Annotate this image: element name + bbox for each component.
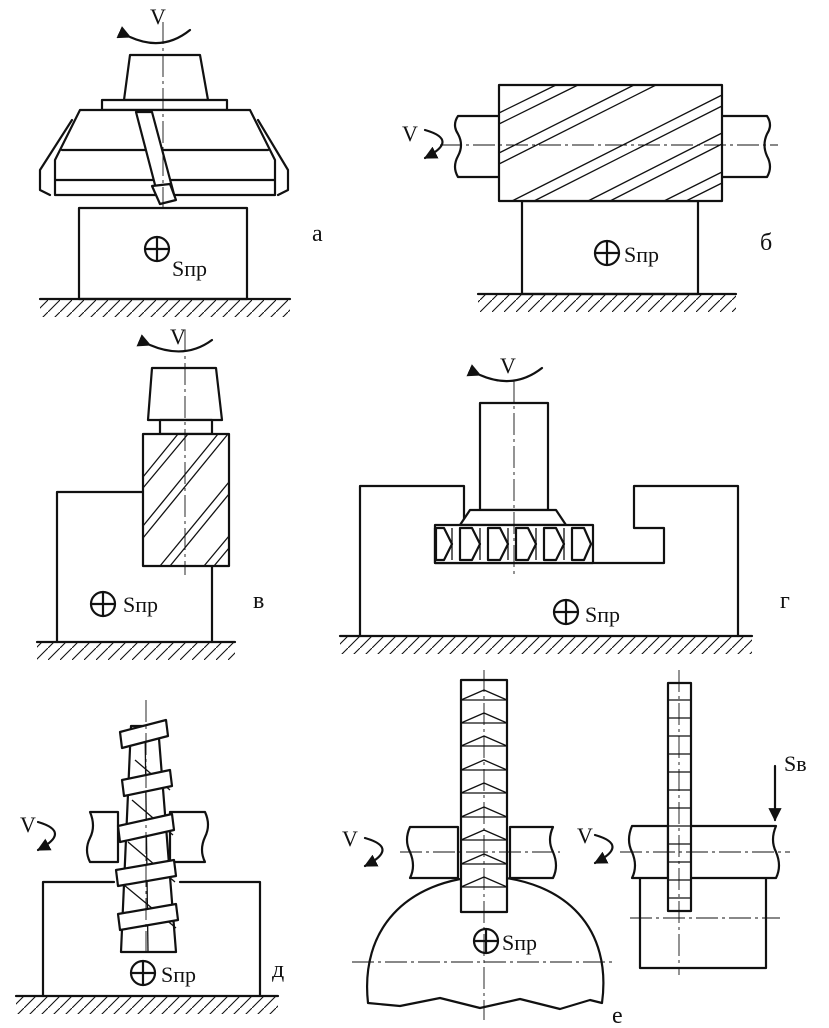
feed-symbol-g xyxy=(552,598,580,626)
panel-g: V Sпр г xyxy=(338,353,790,654)
arbor-e-left xyxy=(405,825,558,880)
feed-label-v: Sпр xyxy=(123,592,158,617)
panel-v: V Sпр в xyxy=(35,324,264,660)
speed-label-d: V xyxy=(20,812,36,837)
panel-label-a: а xyxy=(312,221,323,247)
disc-cutter-e-right xyxy=(666,681,693,913)
arbor-d xyxy=(85,810,210,864)
rotation-arrow-e-left xyxy=(363,836,384,868)
speed-label-e-left: V xyxy=(342,826,358,851)
ground-g xyxy=(338,634,754,654)
workpiece-b xyxy=(520,199,700,296)
speed-label-e-right: V xyxy=(577,823,593,848)
ground-d xyxy=(14,994,280,1014)
panel-b: V Sпр б xyxy=(402,83,778,312)
end-mill-v xyxy=(141,366,231,568)
panel-label-b: б xyxy=(760,230,772,256)
ground-v xyxy=(35,640,237,660)
speed-label-b: V xyxy=(402,121,418,146)
rotation-arrow-g xyxy=(466,364,544,383)
panel-label-d: д xyxy=(272,957,284,983)
rotation-arrow-e-right xyxy=(593,833,614,865)
feed-symbol-e xyxy=(472,927,500,955)
panel-label-g: г xyxy=(780,588,790,614)
feed-symbol-d xyxy=(129,959,157,987)
feed-label-a: Sпр xyxy=(172,256,207,281)
workpiece-e-round xyxy=(366,874,605,1011)
panel-label-e: е xyxy=(612,1003,623,1028)
workpiece-a xyxy=(77,206,249,301)
feed-label-vertical-e: Sв xyxy=(784,751,807,776)
speed-label-v: V xyxy=(170,324,186,349)
rotation-arrow-d xyxy=(36,820,57,852)
feed-label-e: Sпр xyxy=(502,930,537,955)
ground-a xyxy=(38,297,292,317)
t-slot-cutter-g xyxy=(433,401,595,565)
disc-cutter-d xyxy=(114,718,180,954)
feed-symbol-a xyxy=(143,235,171,263)
feed-label-b: Sпр xyxy=(624,242,659,267)
panel-label-v: в xyxy=(253,588,264,614)
speed-label-a: V xyxy=(150,4,166,29)
speed-label-g: V xyxy=(500,353,516,378)
face-mill-cutter-a xyxy=(38,53,290,206)
feed-label-d: Sпр xyxy=(161,962,196,987)
feed-label-g: Sпр xyxy=(585,602,620,627)
feed-symbol-b xyxy=(593,239,621,267)
panel-e: V Sпр xyxy=(342,670,807,1028)
workpiece-d xyxy=(41,880,262,998)
workpiece-v xyxy=(55,490,214,644)
workpiece-e-rect xyxy=(638,873,768,970)
rotation-arrow-v xyxy=(136,334,214,353)
rotation-arrow-a xyxy=(116,26,192,45)
feed-symbol-v xyxy=(89,590,117,618)
panel-a: V Sпр а xyxy=(38,4,323,317)
cylindrical-cutter-b xyxy=(497,83,724,203)
ground-b xyxy=(476,292,738,312)
panel-d: V Sпр д xyxy=(14,700,284,1014)
rotation-arrow-b xyxy=(423,128,444,160)
